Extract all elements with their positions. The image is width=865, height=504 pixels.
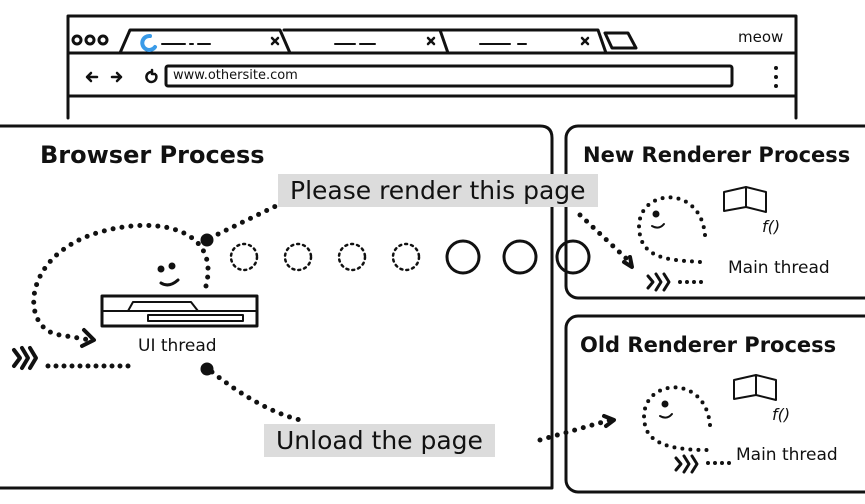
old-renderer-title: Old Renderer Process bbox=[580, 333, 837, 357]
render-request-message: Please render this page bbox=[278, 174, 598, 207]
browser-window bbox=[66, 14, 798, 120]
address-bar bbox=[164, 64, 734, 88]
new-renderer-thread-label: Main thread bbox=[728, 258, 830, 278]
browser-process-box bbox=[0, 124, 554, 490]
profile-label[interactable]: meow bbox=[738, 28, 784, 46]
new-renderer-process-box bbox=[564, 124, 865, 300]
loading-spinner-icon bbox=[140, 33, 157, 52]
address-bar-url[interactable]: www.othersite.com bbox=[173, 68, 298, 83]
svg-text:f(): f() bbox=[772, 405, 790, 424]
close-tab-icon bbox=[270, 36, 590, 46]
tab-2 bbox=[282, 28, 450, 55]
tab-1 bbox=[118, 28, 292, 55]
new-renderer-main-thread-character: f() bbox=[637, 186, 780, 292]
new-renderer-title: New Renderer Process bbox=[583, 143, 851, 167]
ui-thread-character bbox=[12, 222, 259, 370]
old-renderer-thread-label: Main thread bbox=[736, 445, 838, 465]
old-renderer-process-box bbox=[564, 314, 865, 494]
menu-icon bbox=[774, 66, 778, 88]
unload-request-message: Unload the page bbox=[264, 424, 495, 457]
old-renderer-main-thread-character: f() bbox=[642, 374, 790, 474]
window-controls-icon bbox=[71, 34, 109, 46]
message-queue bbox=[229, 239, 591, 275]
svg-text:f(): f() bbox=[762, 217, 780, 236]
ui-thread-label: UI thread bbox=[138, 336, 217, 356]
tab-3 bbox=[438, 28, 608, 55]
browser-process-title: Browser Process bbox=[40, 141, 265, 169]
new-tab-icon bbox=[603, 31, 638, 50]
nav-icons bbox=[85, 68, 158, 84]
